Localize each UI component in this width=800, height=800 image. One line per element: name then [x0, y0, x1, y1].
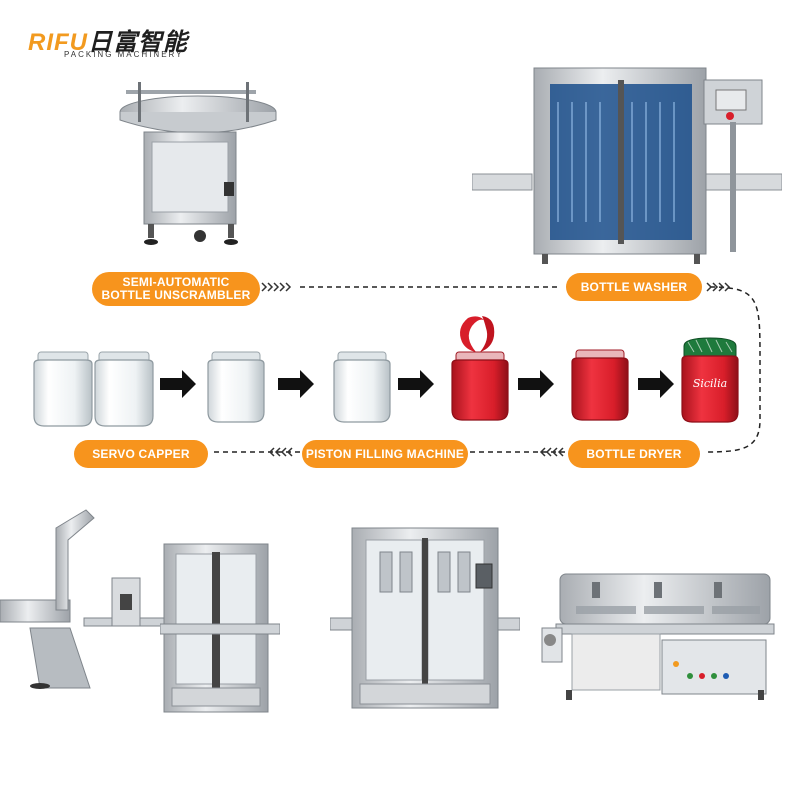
- chevrons-bottom: [268, 447, 564, 457]
- arrow-right-icon: [638, 370, 674, 398]
- filled-jar: [571, 349, 629, 421]
- label-piston-filler: PISTON FILLING MACHINE: [302, 440, 468, 468]
- process-arrows: [160, 370, 674, 398]
- tunnel-frame-image: [160, 543, 280, 713]
- logo-mark-main: RIFU: [28, 29, 88, 56]
- logo-mark-cn: 日富智能: [88, 29, 188, 56]
- logo-subtitle: PACKING MACHINERY: [64, 50, 184, 59]
- bottle-washer-image: [472, 67, 782, 264]
- empty-jar: [94, 351, 154, 427]
- dried-jar: [333, 351, 391, 423]
- top-connector: [212, 286, 761, 453]
- chevrons-top: [261, 282, 731, 292]
- bottle-dryer-image: [541, 573, 775, 700]
- empty-jar: [33, 351, 93, 427]
- label-servo-capper: SERVO CAPPER: [74, 440, 208, 468]
- label-unscrambler: SEMI-AUTOMATIC BOTTLE UNSCRAMBLER: [92, 272, 260, 306]
- label-bottle-dryer: BOTTLE DRYER: [568, 440, 700, 468]
- arrow-right-icon: [278, 370, 314, 398]
- servo-capper-image: [0, 509, 165, 689]
- arrow-right-icon: [518, 370, 554, 398]
- filling-jar: [451, 316, 509, 421]
- jar-label: Sicilia: [692, 377, 728, 390]
- unscrambler-machine-image: [119, 82, 277, 245]
- arrow-right-icon: [160, 370, 196, 398]
- piston-filler-image: [330, 527, 520, 709]
- washed-jar: [207, 351, 265, 423]
- brand-logo: RIFU日富智能 PACKING MACHINERY: [28, 22, 218, 59]
- arrow-right-icon: [398, 370, 434, 398]
- capped-jar: [681, 337, 739, 423]
- label-bottle-washer: BOTTLE WASHER: [566, 273, 702, 301]
- logo-mark: RIFU日富智能: [28, 22, 188, 57]
